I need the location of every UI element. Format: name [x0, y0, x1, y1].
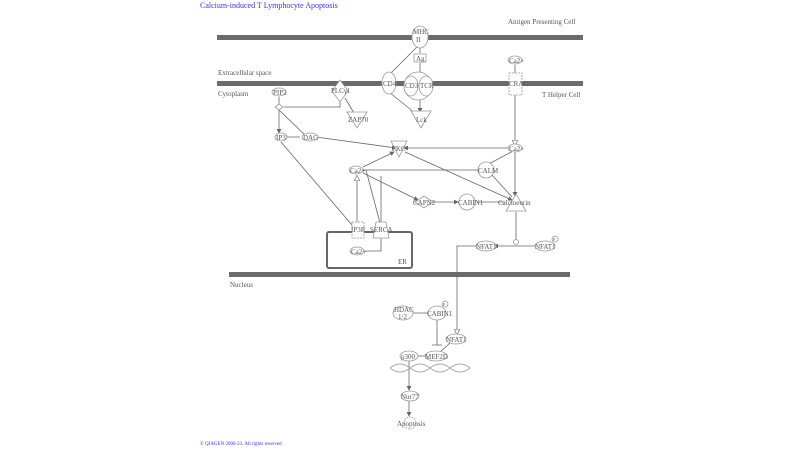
plasma-membrane [217, 81, 583, 86]
node-crac[interactable] [508, 72, 523, 96]
svg-text:IP3R: IP3R [351, 226, 366, 234]
svg-text:II: II [416, 36, 421, 44]
node-pip2[interactable] [271, 87, 287, 97]
svg-text:IP3: IP3 [276, 134, 286, 142]
svg-text:MEF2D: MEF2D [425, 353, 448, 361]
svg-text:Ca2+: Ca2+ [350, 167, 365, 175]
node-lck[interactable] [410, 110, 432, 129]
node-nfat1-cytoplasm[interactable] [475, 240, 497, 252]
node-nfat1-nucleus[interactable] [445, 333, 467, 345]
er-compartment [326, 231, 413, 269]
label-apc: Antigen Presenting Cell [508, 18, 575, 26]
svg-text:NFAT1: NFAT1 [476, 243, 497, 251]
svg-text:DAG: DAG [303, 134, 318, 142]
svg-text:TCR: TCR [420, 82, 434, 90]
phospho-badge [551, 235, 559, 243]
svg-text:NFAT1: NFAT1 [535, 243, 556, 251]
node-pkc[interactable] [390, 140, 408, 158]
svg-text:NFAT1: NFAT1 [446, 336, 467, 344]
svg-text:CABIN1: CABIN1 [427, 310, 453, 318]
node-mef2d[interactable] [424, 350, 448, 362]
label-nucleus: Nucleus [230, 281, 253, 289]
svg-text:Ag: Ag [416, 55, 425, 63]
svg-text:P: P [553, 237, 556, 242]
label-cytoplasm: Cytoplasm [218, 90, 249, 98]
svg-text:Ca2+: Ca2+ [351, 248, 366, 256]
svg-text:MHC: MHC [413, 28, 429, 36]
svg-text:Calcineurin: Calcineurin [498, 199, 531, 207]
node-plcg1[interactable] [331, 79, 349, 103]
svg-text:CAPN2: CAPN2 [413, 199, 436, 207]
pathway-title: Calcium-induced T Lymphocyte Apoptosis [200, 1, 338, 10]
svg-text:CRAC: CRAC [509, 80, 528, 88]
svg-text:p300: p300 [401, 353, 416, 361]
node-apoptosis[interactable] [403, 416, 417, 430]
svg-text:CALM: CALM [478, 167, 499, 175]
node-calm[interactable] [477, 161, 495, 179]
svg-text:Ca2+: Ca2+ [509, 145, 524, 153]
label-th: T Helper Cell [542, 91, 580, 99]
node-ag[interactable] [413, 53, 427, 63]
node-cabin1-nucleus[interactable] [427, 305, 447, 321]
svg-text:PLCγ1: PLCγ1 [331, 87, 351, 95]
label-extracellular: Extracellular space [218, 69, 271, 77]
node-ip3[interactable] [274, 132, 288, 142]
svg-text:PKC: PKC [392, 145, 406, 153]
svg-text:Nur77: Nur77 [401, 393, 419, 401]
svg-text:HDAC: HDAC [394, 306, 414, 314]
node-calcineurin[interactable] [505, 193, 527, 212]
svg-text:CABIN1: CABIN1 [458, 199, 484, 207]
label-er: ER [398, 258, 407, 266]
node-cd4[interactable] [381, 71, 397, 95]
node-nfat1-phospho[interactable] [534, 240, 556, 252]
phospho-badge [441, 300, 449, 308]
node-nur77[interactable] [400, 390, 420, 402]
svg-text:SERCA: SERCA [370, 226, 393, 234]
node-p300[interactable] [399, 350, 419, 362]
dna-icon [389, 363, 471, 373]
copyright: © QIAGEN 2000-23. All rights reserved [200, 442, 282, 447]
svg-text:Lck: Lck [416, 116, 427, 124]
node-serca[interactable] [372, 221, 390, 239]
node-mhc-ii[interactable] [411, 25, 429, 49]
node-ca-er[interactable] [349, 246, 365, 256]
svg-text:1/2: 1/2 [398, 313, 407, 321]
svg-text:Ca2+: Ca2+ [509, 57, 524, 65]
apc-membrane [217, 35, 583, 40]
svg-text:Apoptosis: Apoptosis [397, 420, 426, 428]
node-ip3r[interactable] [351, 221, 365, 239]
node-ca-cytoplasm-left[interactable] [348, 165, 364, 175]
node-hdac[interactable] [392, 305, 414, 321]
svg-text:CD3: CD3 [405, 82, 419, 90]
node-zap70[interactable] [346, 111, 368, 129]
node-ca-cytoplasm-right[interactable] [507, 143, 523, 153]
svg-text:CD4: CD4 [383, 80, 397, 88]
svg-text:ZAP70: ZAP70 [348, 116, 369, 124]
node-capn2[interactable] [414, 195, 434, 209]
node-ca-extracellular[interactable] [507, 55, 523, 65]
nuclear-membrane [229, 272, 570, 277]
node-cabin1[interactable] [458, 193, 476, 211]
node-dag[interactable] [301, 132, 319, 142]
svg-text:P: P [443, 302, 446, 307]
svg-text:PIP2: PIP2 [273, 89, 287, 97]
